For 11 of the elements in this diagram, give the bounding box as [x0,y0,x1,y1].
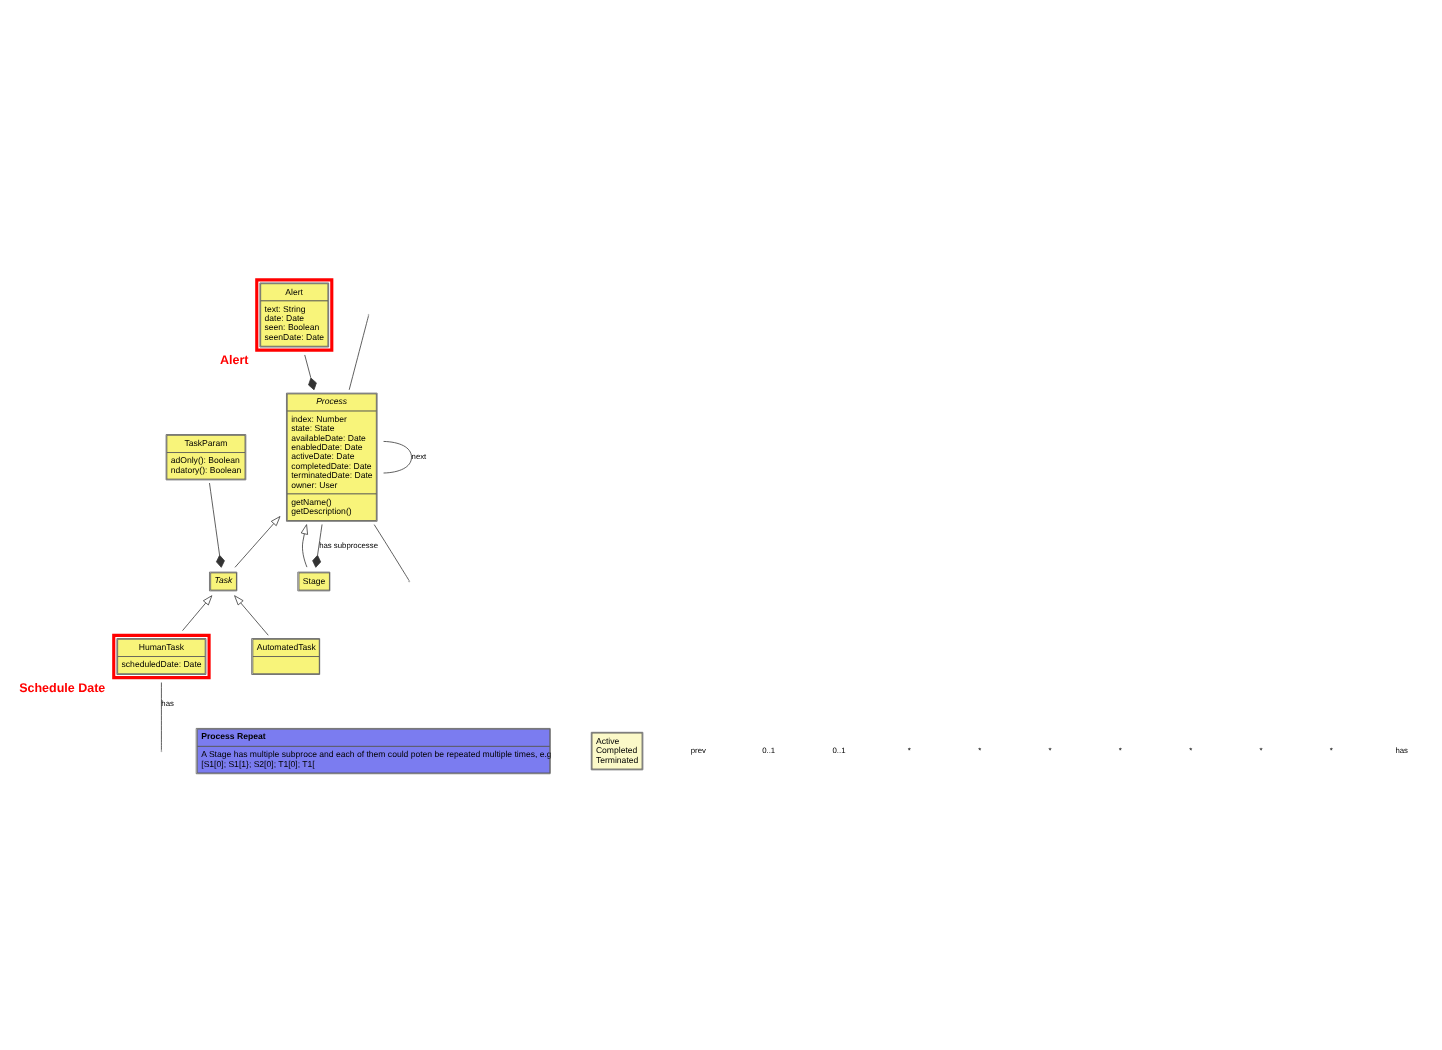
connector [304,353,317,390]
connector [383,440,412,473]
arrow [182,594,213,631]
connector [161,681,162,750]
connector [373,523,410,581]
connector [348,314,369,390]
connector [312,523,323,567]
arrow [234,515,281,567]
arrow [300,523,308,567]
connector [209,481,225,567]
arrow [234,594,269,635]
